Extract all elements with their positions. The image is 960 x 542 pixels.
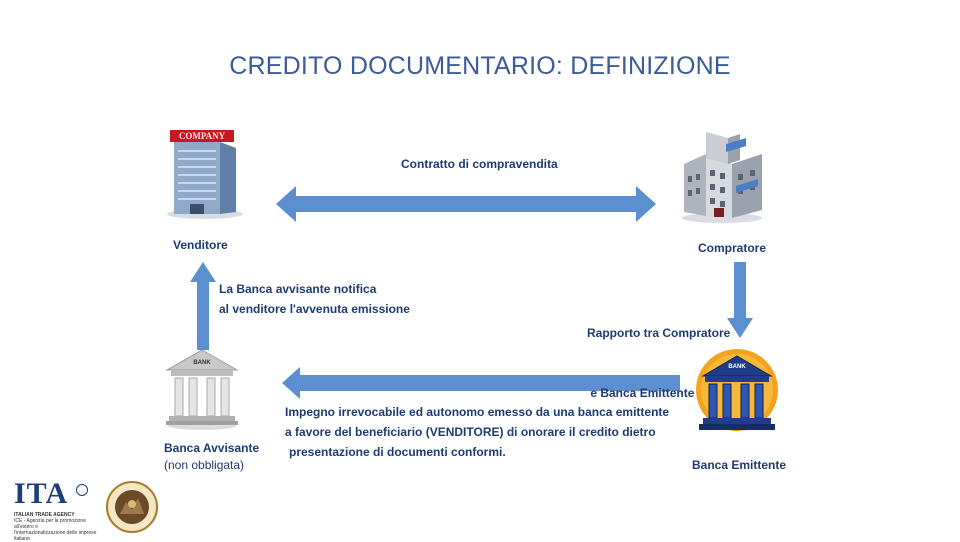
issuing-bank-sign: BANK	[728, 364, 746, 370]
seller-label: Venditore	[173, 238, 228, 252]
buyer-building-icon	[676, 124, 768, 224]
ita-description-line: l'internazionalizzazione delle imprese i…	[14, 530, 97, 542]
seal-emblem-icon	[106, 480, 158, 534]
ita-tagline: ITALIAN TRADE AGENCY	[14, 512, 75, 518]
notify-line: al venditore l'avvenuta emissione	[219, 302, 410, 316]
notify-text: La Banca avvisante notifica al venditore…	[219, 279, 410, 319]
relationship-down-arrow	[727, 262, 753, 338]
advising-bank-label: Banca Avvisante	[164, 441, 260, 455]
commitment-line: a favore del beneficiario (VENDITORE) di…	[285, 425, 656, 439]
relationship-text: Rapporto tra Compratore e Banca Emittent…	[587, 283, 730, 423]
buyer-label: Compratore	[698, 241, 767, 255]
ita-logo: ITA ITALIAN TRADE AGENCY ICE - Agenzia p…	[14, 477, 104, 542]
ita-description-line: ICE - Agenzia per la promozione all'este…	[14, 518, 86, 530]
contract-label: Contratto di compravendita	[401, 157, 558, 171]
company-sign: COMPANY	[178, 131, 226, 141]
commitment-left-arrow	[282, 367, 680, 399]
issuing-bank-label: Banca Emittente	[692, 458, 787, 472]
advising-bank-note: (non obbligata)	[164, 458, 245, 472]
ita-wordmark: ITA	[14, 477, 69, 510]
commitment-text: Impegno irrevocabile ed autonomo emesso …	[285, 402, 669, 462]
commitment-line: presentazione di documenti conformi.	[289, 445, 506, 459]
commitment-line: Impegno irrevocabile ed autonomo emesso …	[285, 405, 670, 419]
ita-badge-icon	[76, 484, 88, 496]
page-title: CREDITO DOCUMENTARIO: DEFINIZIONE	[229, 52, 731, 80]
relationship-line: e Banca Emittente	[587, 386, 695, 400]
company-building-icon: COMPANY	[160, 128, 250, 220]
notify-up-arrow	[190, 262, 216, 350]
advising-bank-icon: BANK	[165, 348, 239, 430]
contract-double-arrow	[276, 186, 656, 222]
issuing-bank-icon: BANK	[695, 342, 779, 446]
advising-bank-sign: BANK	[193, 360, 211, 366]
notify-line: La Banca avvisante notifica	[219, 282, 377, 296]
relationship-line: Rapporto tra Compratore	[587, 326, 731, 340]
